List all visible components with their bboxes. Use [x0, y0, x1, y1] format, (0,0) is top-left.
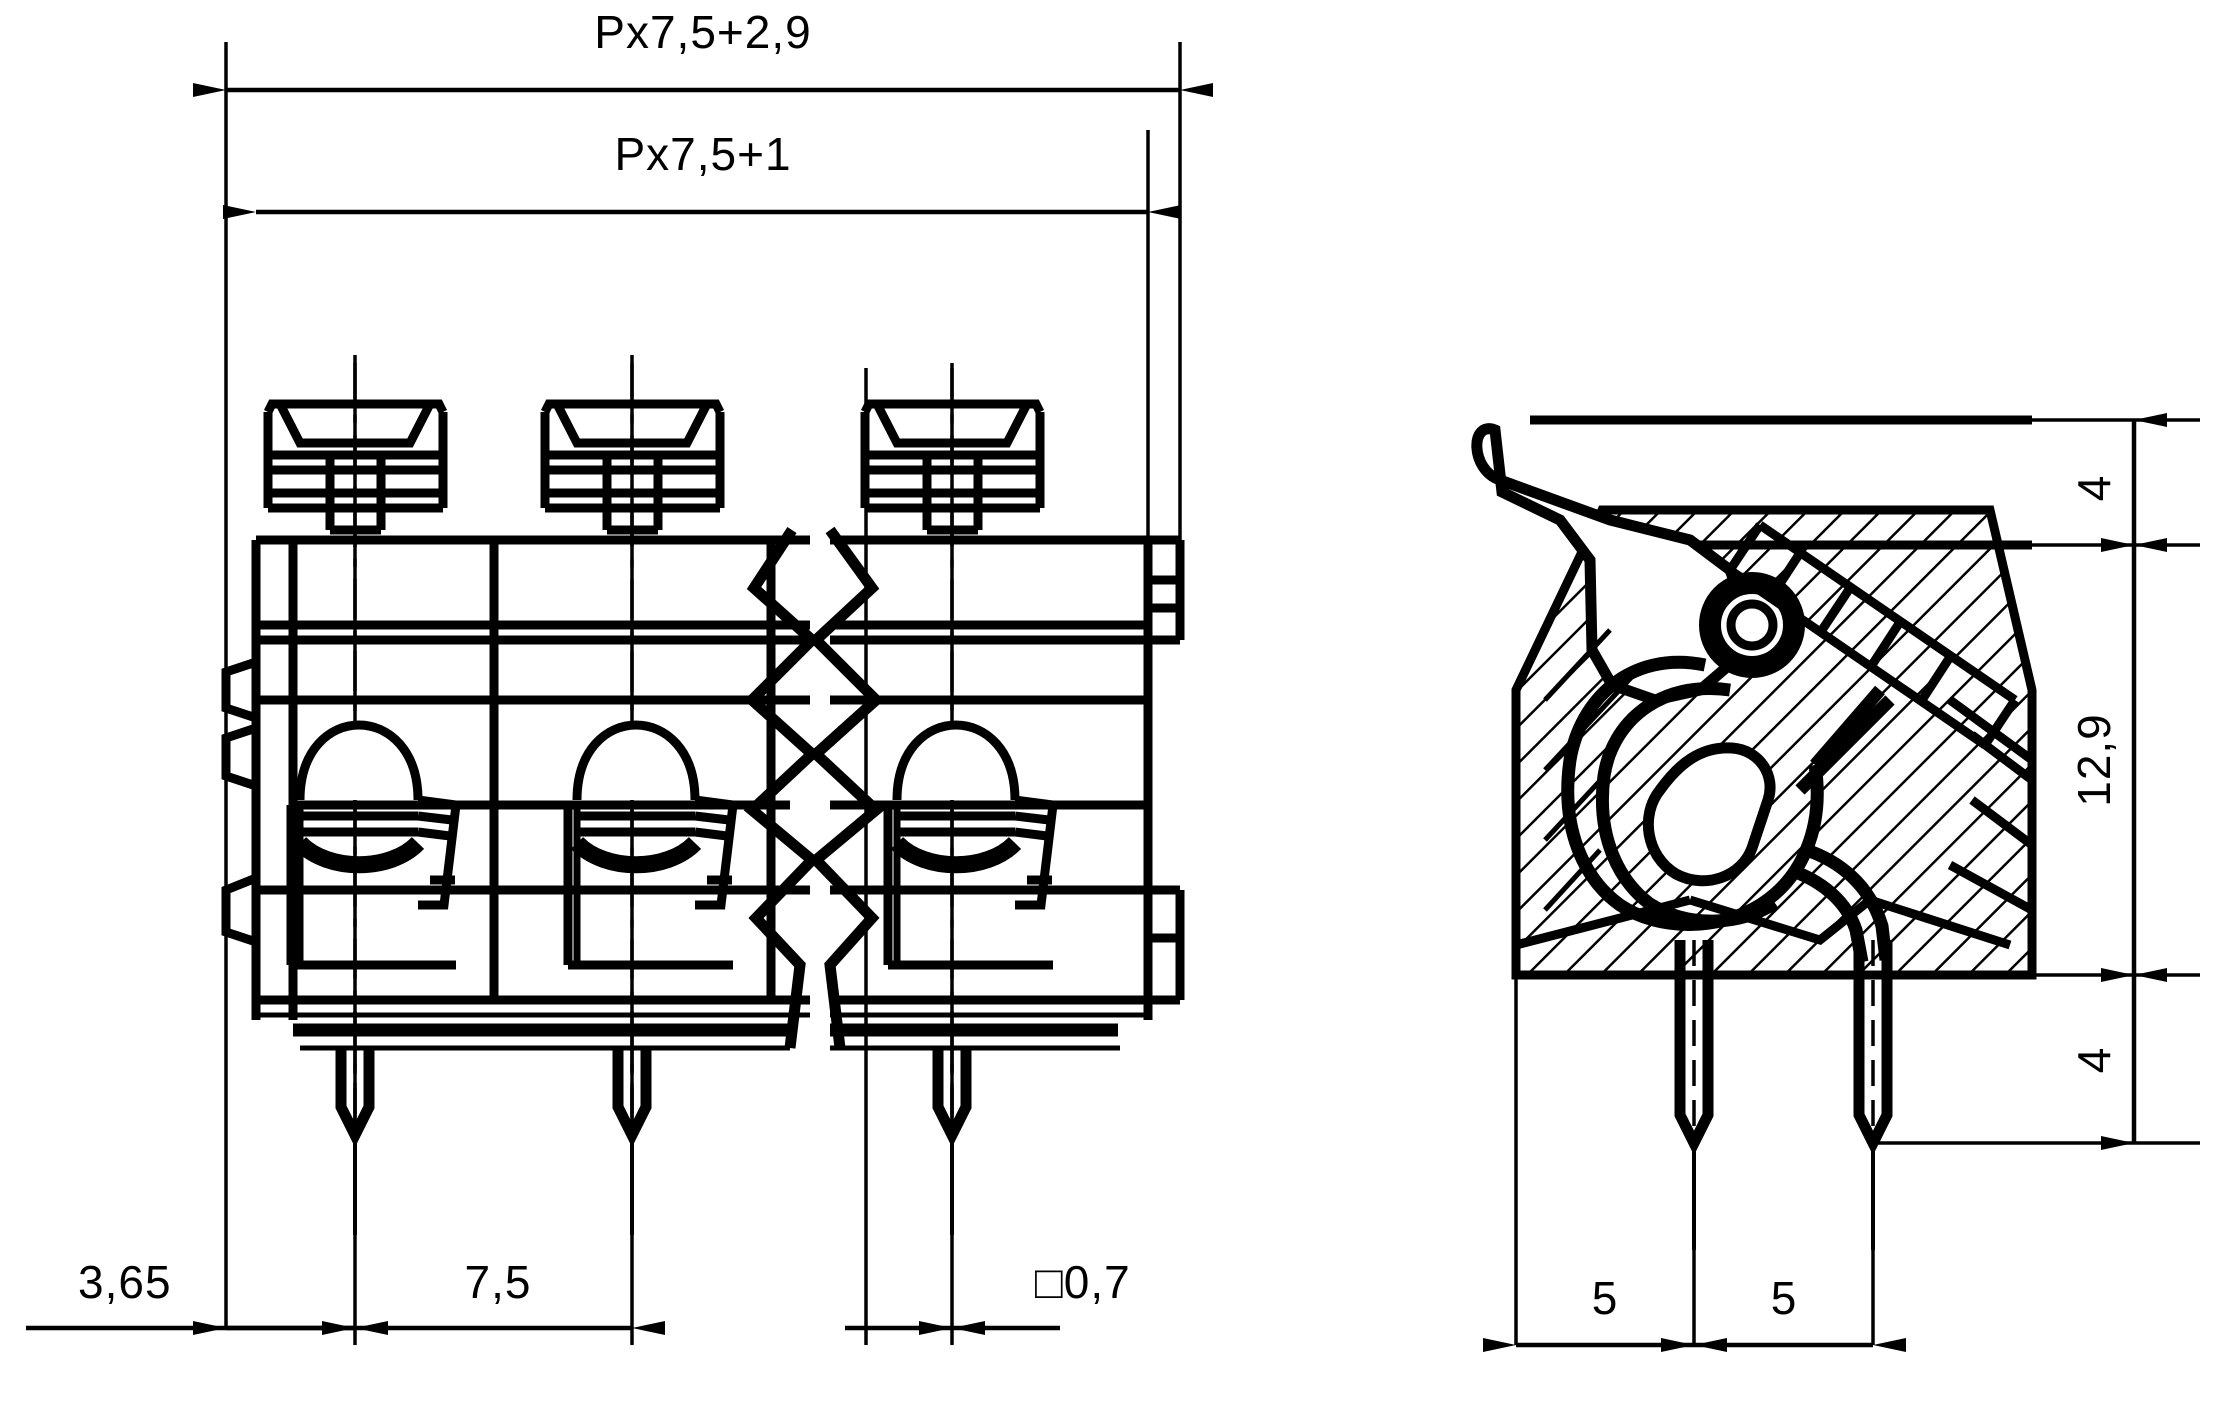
side-section-view: 4 12,9 4 5 5: [1471, 413, 2200, 1352]
side-view-top-lines: [1530, 415, 2032, 550]
spring-lower-arm: [1787, 845, 1893, 964]
solder-pin-3: [932, 1048, 972, 1235]
dim-side-top-4-label: 4: [2068, 475, 2120, 502]
actuator-heads: [263, 399, 1045, 535]
front-view-pole-separators: [489, 540, 776, 1000]
spring-clamp-pole-2: [563, 720, 738, 970]
actuator-head-pole-2: [540, 399, 725, 535]
dim-side-pin-4: 4: [2068, 968, 2167, 1150]
solder-pin-1: [335, 1048, 375, 1235]
dim-square-0-7: □0,7: [845, 1256, 1131, 1335]
cage-clamp-spring: [1561, 655, 1895, 931]
dim-side-5-a-label: 5: [1592, 1272, 1619, 1324]
dim-top-overall-label: Px7,5+2,9: [594, 6, 811, 58]
solder-pins-front: [335, 1048, 972, 1235]
dim-side-5-b-label: 5: [1771, 1272, 1798, 1324]
dim-top-overall: Px7,5+2,9: [193, 6, 1213, 97]
spring-clamp-details: [286, 720, 1058, 970]
dim-7-5-label: 7,5: [465, 1256, 532, 1308]
dim-square-0-7-label: □0,7: [1035, 1256, 1131, 1308]
side-view-base-lines: [1514, 894, 2032, 980]
side-section-left-wedge-lines: [1543, 628, 1642, 912]
dim-top-inner: Px7,5+1: [223, 128, 1181, 219]
spring-clamp-pole-3: [883, 720, 1058, 970]
dim-3-65-label: 3,65: [78, 1256, 172, 1308]
solder-pin-2: [612, 1048, 652, 1235]
spring-inner-slot: [1642, 742, 1776, 887]
actuator-head-pole-3: [860, 399, 1045, 535]
dim-top-inner-label: Px7,5+1: [614, 128, 791, 180]
busbar: [1726, 521, 2019, 749]
actuator-head-pole-1: [263, 399, 448, 535]
dim-side-12-9-label: 12,9: [2068, 713, 2120, 807]
dim-side-5-b: 5: [1661, 1272, 1906, 1352]
left-snap-tabs: [221, 657, 258, 947]
front-view: Px7,5+2,9 Px7,5+1: [26, 6, 1213, 1345]
dim-side-12-9: 12,9: [2068, 538, 2167, 982]
dim-bottom-group: 3,65 7,5 □0,7: [26, 1256, 1131, 1335]
break-line-right: [807, 526, 885, 1049]
dim-side-pin-4-label: 4: [2068, 1047, 2120, 1074]
break-line-left: [743, 526, 821, 1049]
actuator-lever: [1471, 423, 1751, 706]
pivot-ring: [1699, 572, 1805, 678]
dim-7-5: 7,5: [322, 1256, 665, 1335]
pivot-ring-inner: [1726, 599, 1778, 651]
dim-side-top-4: 4: [2068, 413, 2167, 552]
spring-clamp-pole-1: [286, 720, 461, 970]
